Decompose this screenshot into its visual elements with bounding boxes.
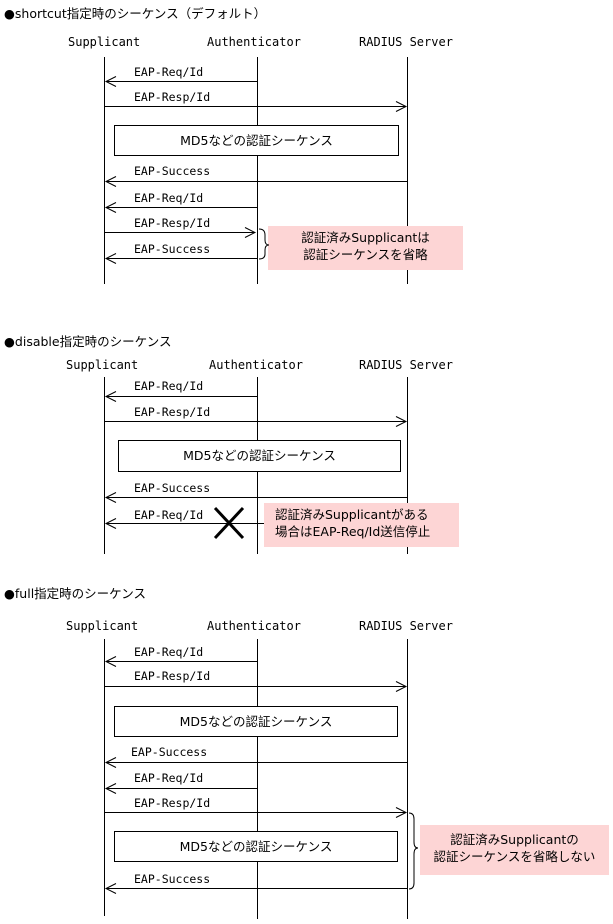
message-label-eap-resp-id: EAP-Resp/Id bbox=[134, 669, 211, 683]
arrow-eap-success bbox=[104, 757, 407, 768]
lifeline-supplicant bbox=[104, 57, 105, 284]
lifeline-supplicant bbox=[104, 377, 105, 554]
arrow-eap-resp-id bbox=[104, 807, 408, 818]
lifeline-radius-server bbox=[407, 639, 408, 919]
note-line: 場合はEAP-Req/Id送信停止 bbox=[275, 524, 431, 539]
arrow-eap-req-id bbox=[104, 783, 257, 794]
section-title-disable: ●disable指定時のシーケンス bbox=[4, 334, 172, 349]
participant-authenticator: Authenticator bbox=[207, 619, 301, 633]
auth-sequence-box-2: MD5などの認証シーケンス bbox=[114, 831, 398, 862]
section-title-full: ●full指定時のシーケンス bbox=[4, 586, 147, 601]
note-shortcut: 認証済みSupplicantは 認証シーケンスを省略 bbox=[268, 226, 463, 270]
participant-radius-server: RADIUS Server bbox=[359, 35, 453, 49]
message-label-eap-resp-id: EAP-Resp/Id bbox=[134, 216, 211, 230]
participant-radius-server: RADIUS Server bbox=[359, 619, 453, 633]
arrow-eap-success bbox=[104, 176, 407, 187]
arrow-eap-resp-id bbox=[104, 101, 408, 112]
note-disable: 認証済みSupplicantがある 場合はEAP-Req/Id送信停止 bbox=[264, 503, 459, 547]
arrow-eap-req-id bbox=[104, 202, 257, 213]
message-label-eap-resp-id: EAP-Resp/Id bbox=[134, 796, 211, 810]
note-line: 認証済みSupplicantの bbox=[450, 832, 579, 847]
arrow-eap-resp-id bbox=[104, 227, 257, 238]
section-title-shortcut: ●shortcut指定時のシーケンス（デフォルト） bbox=[4, 6, 267, 21]
participant-authenticator: Authenticator bbox=[209, 358, 303, 372]
note-full: 認証済みSupplicantの 認証シーケンスを省略しない bbox=[420, 825, 609, 875]
message-label-eap-req-id: EAP-Req/Id bbox=[134, 191, 204, 205]
participant-supplicant: Supplicant bbox=[66, 358, 139, 372]
note-line: 認証シーケンスを省略 bbox=[303, 247, 428, 262]
participant-radius-server: RADIUS Server bbox=[359, 358, 453, 372]
message-label-eap-resp-id: EAP-Resp/Id bbox=[134, 405, 211, 419]
lifeline-authenticator bbox=[257, 639, 258, 919]
message-label-eap-success: EAP-Success bbox=[131, 745, 208, 759]
auth-sequence-box: MD5などの認証シーケンス bbox=[114, 125, 399, 156]
message-label-eap-req-id: EAP-Req/Id bbox=[134, 645, 204, 659]
note-bracket bbox=[408, 812, 419, 890]
message-label-eap-resp-id: EAP-Resp/Id bbox=[134, 90, 211, 104]
auth-sequence-box: MD5などの認証シーケンス bbox=[118, 440, 401, 472]
participant-authenticator: Authenticator bbox=[207, 35, 301, 49]
note-line: 認証済みSupplicantがある bbox=[275, 507, 429, 522]
lifeline-radius-server bbox=[407, 377, 408, 554]
auth-sequence-box: MD5などの認証シーケンス bbox=[114, 706, 398, 737]
lifeline-radius-server bbox=[407, 57, 408, 284]
note-line: 認証シーケンスを省略しない bbox=[433, 849, 596, 864]
arrow-eap-req-id bbox=[104, 391, 257, 402]
arrow-eap-req-id bbox=[104, 656, 257, 667]
participant-supplicant: Supplicant bbox=[66, 619, 139, 633]
lifeline-supplicant bbox=[104, 639, 105, 916]
arrow-eap-req-id bbox=[104, 76, 257, 87]
arrow-eap-resp-id bbox=[104, 416, 408, 427]
arrow-eap-success bbox=[104, 253, 257, 264]
participant-supplicant: Supplicant bbox=[68, 35, 141, 49]
message-label-eap-success: EAP-Success bbox=[134, 242, 211, 256]
lifeline-authenticator bbox=[257, 57, 258, 284]
message-label-eap-success: EAP-Success bbox=[134, 872, 211, 886]
message-label-eap-success: EAP-Success bbox=[134, 164, 211, 178]
arrow-eap-req-id-blocked bbox=[104, 518, 257, 529]
arrow-eap-success bbox=[104, 883, 407, 894]
message-label-eap-success: EAP-Success bbox=[134, 481, 211, 495]
stop-x-icon bbox=[213, 506, 245, 540]
note-bracket bbox=[258, 228, 270, 260]
message-label-eap-req-id: EAP-Req/Id bbox=[134, 508, 204, 522]
message-label-eap-req-id: EAP-Req/Id bbox=[134, 65, 204, 79]
message-label-eap-req-id: EAP-Req/Id bbox=[134, 379, 204, 393]
arrow-eap-resp-id bbox=[104, 681, 408, 692]
note-line: 認証済みSupplicantは bbox=[301, 230, 430, 245]
message-label-eap-req-id: EAP-Req/Id bbox=[134, 771, 204, 785]
arrow-eap-success bbox=[104, 492, 407, 503]
